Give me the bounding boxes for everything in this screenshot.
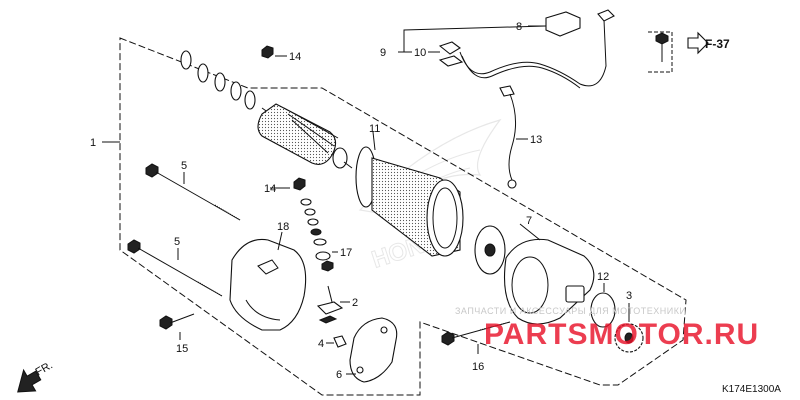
brush-4: 4: [318, 335, 347, 350]
svg-text:4: 4: [318, 338, 324, 350]
diagram-code: K174E1300A: [722, 384, 781, 395]
svg-text:1: 1: [90, 137, 96, 149]
svg-text:ЗАПЧАСТИ И АКСЕССУАРЫ ДЛЯ МОТО: ЗАПЧАСТИ И АКСЕССУАРЫ ДЛЯ МОТОТЕХНИКИ: [455, 306, 686, 316]
forward-arrow-icon: FR.: [17, 359, 55, 393]
svg-text:12: 12: [597, 271, 609, 283]
frame-ref-f37: F-37: [648, 31, 730, 73]
thrust-washer: [474, 225, 506, 275]
partsmotor-watermark: ЗАПЧАСТИ И АКСЕССУАРЫ ДЛЯ МОТОТЕХНИКИ PA…: [455, 306, 759, 351]
brush-holder-6: 6: [336, 317, 398, 383]
cable-12: 13: [499, 85, 542, 189]
bolt-17: 16: [441, 321, 511, 373]
svg-text:5: 5: [181, 160, 187, 172]
starter-cable-10: 10 9: [380, 9, 615, 89]
svg-text:13: 13: [530, 134, 542, 146]
svg-text:9: 9: [380, 47, 386, 59]
yoke-8: 11: [355, 123, 464, 257]
svg-text:2: 2: [352, 297, 358, 309]
through-bolt-5-upper: 5: [145, 160, 241, 221]
svg-text:11: 11: [369, 123, 380, 135]
bolt-16: 15: [159, 313, 195, 355]
assembly-boundary: [119, 37, 687, 396]
svg-text:14: 14: [264, 183, 276, 195]
o-ring-set: [180, 50, 256, 110]
terminal-cap-9: 8: [516, 11, 581, 37]
front-cover-7: 7: [503, 215, 595, 325]
callout-1: 1: [90, 137, 120, 149]
svg-text:7: 7: [526, 215, 532, 227]
through-bolt-5-lower: 5: [127, 236, 223, 297]
svg-text:6: 6: [336, 369, 342, 381]
svg-text:14: 14: [289, 51, 301, 63]
svg-text:17: 17: [340, 247, 352, 259]
o-ring-13: 12: [590, 271, 616, 328]
armature: [257, 103, 353, 169]
svg-text:18: 18: [277, 221, 289, 233]
svg-text:15: 15: [176, 343, 188, 355]
svg-text:8: 8: [516, 21, 522, 33]
svg-text:PARTSMOTOR.RU: PARTSMOTOR.RU: [484, 318, 759, 351]
svg-text:10: 10: [414, 47, 426, 59]
terminal-nut-stack: 14 17: [264, 177, 352, 272]
nut-14-top: 14: [261, 45, 301, 63]
svg-text:16: 16: [472, 361, 484, 373]
svg-text:FR.: FR.: [34, 359, 55, 378]
svg-text:5: 5: [174, 236, 180, 248]
svg-text:3: 3: [626, 290, 632, 302]
pinion-gear-3: 3: [614, 290, 644, 353]
terminal-bolt-2: 2: [316, 285, 358, 324]
rear-cover-18: 18: [229, 221, 307, 331]
svg-text:F-37: F-37: [705, 37, 730, 51]
